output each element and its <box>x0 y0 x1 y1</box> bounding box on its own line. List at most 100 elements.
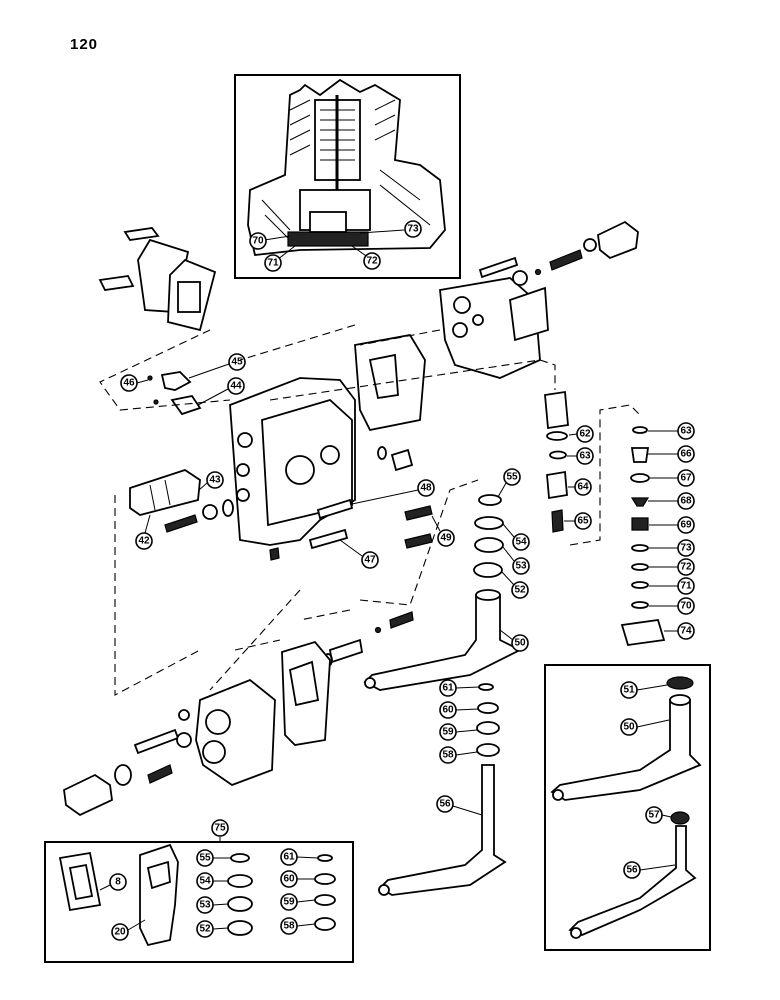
svg-text:65: 65 <box>577 516 589 527</box>
main-valve-body <box>129 334 433 561</box>
plunger-47 <box>308 528 349 550</box>
plug <box>390 448 414 472</box>
svg-text:62: 62 <box>579 429 591 440</box>
callout-63-right: 63 <box>677 422 695 440</box>
page-number: 120 <box>70 36 99 53</box>
svg-text:42: 42 <box>138 536 150 547</box>
gasket-kit <box>44 837 354 963</box>
callout-75: 75 <box>211 819 229 837</box>
relief-poppet <box>512 270 528 286</box>
callout-62: 62 <box>576 425 594 443</box>
svg-text:47: 47 <box>364 555 376 566</box>
callout-52: 52 <box>511 581 529 599</box>
callout-48: 48 <box>417 479 435 497</box>
cap-screw-lower <box>98 275 135 291</box>
svg-text:58: 58 <box>442 750 454 761</box>
kit-callout-60: 60 <box>280 870 298 888</box>
callout-44: 44 <box>227 377 245 395</box>
svg-text:57: 57 <box>648 810 660 821</box>
end-cover-bolt <box>478 256 519 279</box>
alternate-shaft-inset <box>544 664 711 951</box>
kit-frame <box>44 841 354 963</box>
cap-screw-upper <box>123 227 160 241</box>
callout-45: 45 <box>228 353 246 371</box>
assembly-guide-lines <box>99 324 641 696</box>
callout-63-center: 63 <box>576 447 594 465</box>
svg-text:69: 69 <box>680 520 692 531</box>
svg-text:53: 53 <box>199 900 211 911</box>
svg-text:71: 71 <box>680 581 692 592</box>
kit-callout-53: 53 <box>196 896 214 914</box>
lower-shaft-assembly <box>378 683 507 896</box>
svg-text:60: 60 <box>442 705 454 716</box>
cover-plate-assembly <box>98 227 217 332</box>
svg-text:60: 60 <box>283 874 295 885</box>
callout-64: 64 <box>574 478 592 496</box>
spring-seat <box>309 211 347 233</box>
svg-text:56: 56 <box>626 865 638 876</box>
seal-57 <box>670 811 690 825</box>
sleeve <box>328 638 364 664</box>
port-gasket-opening <box>288 660 320 707</box>
svg-text:75: 75 <box>214 823 226 834</box>
gasket-opening-center <box>368 353 399 400</box>
callout-49: 49 <box>437 529 455 547</box>
svg-text:74: 74 <box>680 626 692 637</box>
callout-59: 59 <box>439 723 457 741</box>
svg-text:71: 71 <box>267 258 279 269</box>
callout-56: 56 <box>436 795 454 813</box>
svg-text:59: 59 <box>283 897 295 908</box>
callout-65: 65 <box>574 512 592 530</box>
callout-57: 57 <box>645 806 663 824</box>
spring-49a <box>404 505 433 521</box>
callout-73-inset: 73 <box>404 220 422 238</box>
svg-text:72: 72 <box>680 562 692 573</box>
kit-callout-54: 54 <box>196 872 214 890</box>
gasket-opening <box>177 281 201 313</box>
svg-text:48: 48 <box>420 483 432 494</box>
svg-text:46: 46 <box>123 378 135 389</box>
spring-49b <box>404 533 433 549</box>
detent-lever-45 <box>160 371 192 391</box>
port-spring <box>147 764 173 784</box>
svg-text:50: 50 <box>514 638 526 649</box>
callout-72-right: 72 <box>677 558 695 576</box>
svg-text:52: 52 <box>199 924 211 935</box>
callout-70-inset: 70 <box>249 232 267 250</box>
sleeve-spring <box>389 611 414 629</box>
svg-text:53: 53 <box>515 561 527 572</box>
callout-50: 50 <box>511 634 529 652</box>
svg-text:68: 68 <box>680 496 692 507</box>
callout-61: 61 <box>439 679 457 697</box>
svg-text:70: 70 <box>680 601 692 612</box>
kit-callout-59: 59 <box>280 893 298 911</box>
svg-text:20: 20 <box>114 927 126 938</box>
svg-text:51: 51 <box>623 685 635 696</box>
svg-text:50: 50 <box>623 722 635 733</box>
kit-callout-55: 55 <box>196 849 214 867</box>
svg-text:56: 56 <box>439 799 451 810</box>
kit-callout-52: 52 <box>196 920 214 938</box>
svg-text:70: 70 <box>252 236 264 247</box>
port-fitting <box>63 773 113 817</box>
svg-text:73: 73 <box>407 224 419 235</box>
svg-text:58: 58 <box>283 921 295 932</box>
callout-72-inset: 72 <box>363 252 381 270</box>
callout-46: 46 <box>120 374 138 392</box>
rock-shaft-arm <box>363 594 523 691</box>
svg-text:61: 61 <box>283 852 295 863</box>
relief-fitting <box>597 220 639 260</box>
callout-73-right: 73 <box>677 539 695 557</box>
spool-washer <box>202 504 218 520</box>
svg-text:63: 63 <box>680 426 692 437</box>
plug-74 <box>620 619 666 646</box>
plunger-48 <box>316 498 354 520</box>
check-body <box>544 390 569 430</box>
svg-text:59: 59 <box>442 727 454 738</box>
shaft-arm-50 <box>550 699 702 801</box>
spring-69 <box>631 517 649 531</box>
svg-text:43: 43 <box>209 475 221 486</box>
spool-spring <box>164 514 198 533</box>
callout-74: 74 <box>677 622 695 640</box>
